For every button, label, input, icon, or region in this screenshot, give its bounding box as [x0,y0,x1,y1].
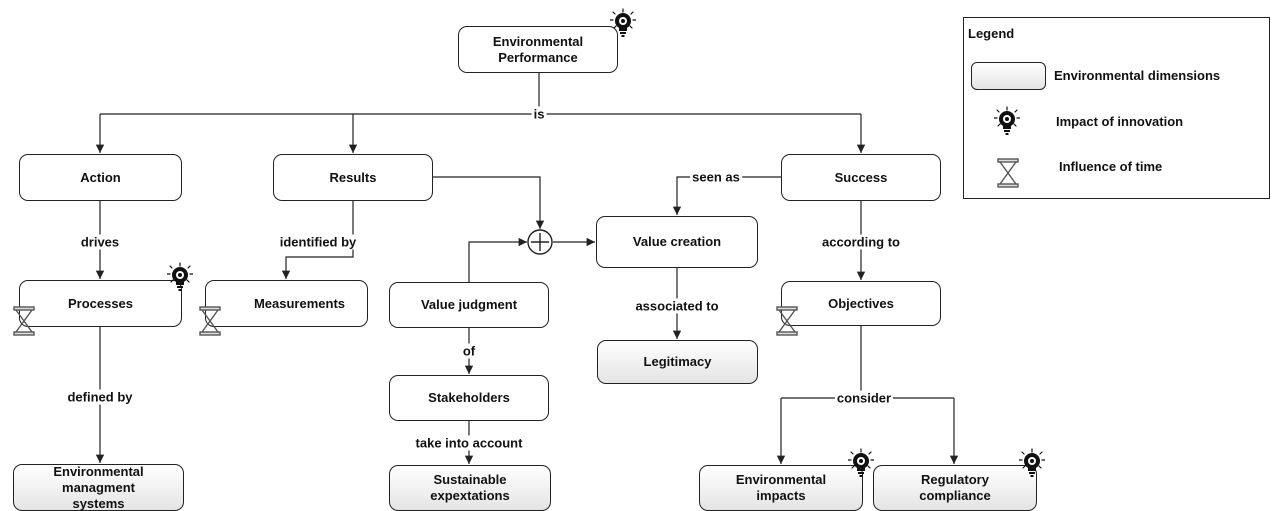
hourglass-icon [13,306,35,336]
edge-label-associated-to: associated to [633,298,721,314]
edge-label-seen-as: seen as [690,169,742,185]
edge-label-defined-by: defined by [65,389,135,405]
lightbulb-icon [610,8,636,37]
node-processes[interactable]: Processes [19,280,182,327]
legend: Legend Environmental dimensions Impact o… [963,17,1270,199]
node-stakeholders[interactable]: Stakeholders [389,375,549,421]
node-sustainable-expectations[interactable]: Sustainable expextations [389,465,551,511]
edge-judgment-to-junction [468,237,527,282]
edge-label-drives: drives [78,234,122,250]
node-legitimacy[interactable]: Legitimacy [597,340,758,384]
hourglass-icon [199,306,221,336]
edge-results-to-junction [433,176,545,229]
node-measurements[interactable]: Measurements [205,280,368,327]
node-value-creation[interactable]: Value creation [596,216,758,268]
node-value-judgment[interactable]: Value judgment [389,282,549,328]
node-environmental-performance[interactable]: Environmental Performance [458,26,618,73]
lightbulb-icon [167,262,193,291]
legend-label-impact-of-innovation: Impact of innovation [1056,114,1184,129]
hourglass-icon [776,306,798,336]
edge-label-take-into-account: take into account [413,435,525,451]
edge-label-of: of [460,343,478,359]
node-results[interactable]: Results [273,154,433,201]
node-success[interactable]: Success [781,154,941,201]
edge-label-is: is [531,106,547,122]
node-action[interactable]: Action [19,154,182,201]
node-regulatory-compliance[interactable]: Regulatory compliance [873,465,1037,511]
lightbulb-icon [848,448,874,477]
legend-label-environmental-dimensions: Environmental dimensions [1054,68,1221,83]
edge-label-according-to: according to [819,234,903,250]
circle-plus-icon [527,229,553,255]
legend-swatch-environmental-dimensions [971,62,1046,90]
node-objectives[interactable]: Objectives [781,281,941,326]
edge-label-identified-by: identified by [277,234,359,250]
edge-seen-as [672,176,781,215]
lightbulb-icon [994,106,1020,135]
legend-label-influence-of-time: Influence of time [1059,159,1163,174]
edge-label-consider: consider [834,390,894,406]
lightbulb-icon [1019,448,1045,477]
hourglass-icon [997,158,1019,188]
node-environmental-management-systems[interactable]: Environmental managment systems [13,464,184,511]
legend-title: Legend [968,26,1015,41]
edge-identified-by [281,201,354,279]
node-environmental-impacts[interactable]: Environmental impacts [699,465,863,511]
